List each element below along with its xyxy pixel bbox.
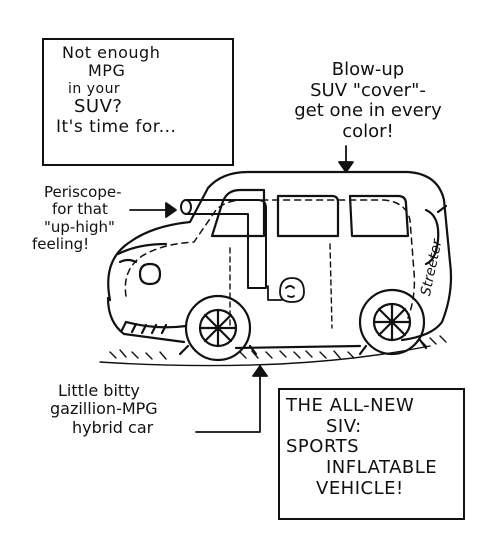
- intro-caption: Not enough MPG in your SUV? It's time fo…: [50, 43, 222, 137]
- intro-line: MPG: [88, 61, 126, 81]
- periscope-note-line: "up-high": [44, 217, 115, 236]
- hybrid-note-line: Little bitty: [58, 381, 140, 400]
- intro-line: SUV?: [74, 95, 123, 117]
- arrow-to-periscope: [129, 202, 177, 218]
- periscope-note-line: for that: [52, 200, 108, 219]
- siv-line: THE ALL-NEW: [286, 395, 415, 416]
- blow-up-cover-note: Blow-up SUV "cover"- get one in every co…: [258, 59, 478, 143]
- cover-note-line: get one in every: [294, 100, 442, 122]
- siv-caption: THE ALL-NEW SIV: SPORTS INFLATABLE VEHIC…: [286, 395, 456, 499]
- cover-note-line: SUV "cover"-: [310, 79, 426, 101]
- intro-line: Not enough: [62, 43, 161, 62]
- periscope-note-line: feeling!: [32, 234, 90, 253]
- intro-line: in your: [68, 80, 121, 97]
- tiny-driver: [267, 277, 305, 303]
- intro-line: It's time for...: [56, 116, 177, 137]
- arrow-to-hybrid: [195, 365, 268, 433]
- rear-wheel: [358, 288, 428, 356]
- caption-box-bottom-right: [278, 388, 465, 520]
- periscope-note: Periscope- for that "up-high" feeling!: [30, 183, 140, 253]
- periscope: [180, 199, 267, 289]
- siv-line: INFLATABLE: [326, 457, 438, 479]
- caption-box-top-left: [42, 38, 234, 166]
- hybrid-note-line: hybrid car: [72, 417, 154, 437]
- arrow-to-cover: [338, 145, 354, 173]
- siv-line: VEHICLE!: [316, 477, 404, 499]
- front-wheel: [178, 294, 258, 362]
- siv-line: SPORTS: [286, 436, 360, 458]
- siv-line: SIV:: [326, 415, 362, 437]
- periscope-note-line: Periscope-: [44, 183, 122, 201]
- hybrid-car-note: Little bitty gazillion-MPG hybrid car: [50, 381, 220, 437]
- cover-note-line: Blow-up: [331, 59, 405, 80]
- cover-note-line: color!: [342, 121, 394, 143]
- hybrid-note-line: gazillion-MPG: [50, 399, 158, 419]
